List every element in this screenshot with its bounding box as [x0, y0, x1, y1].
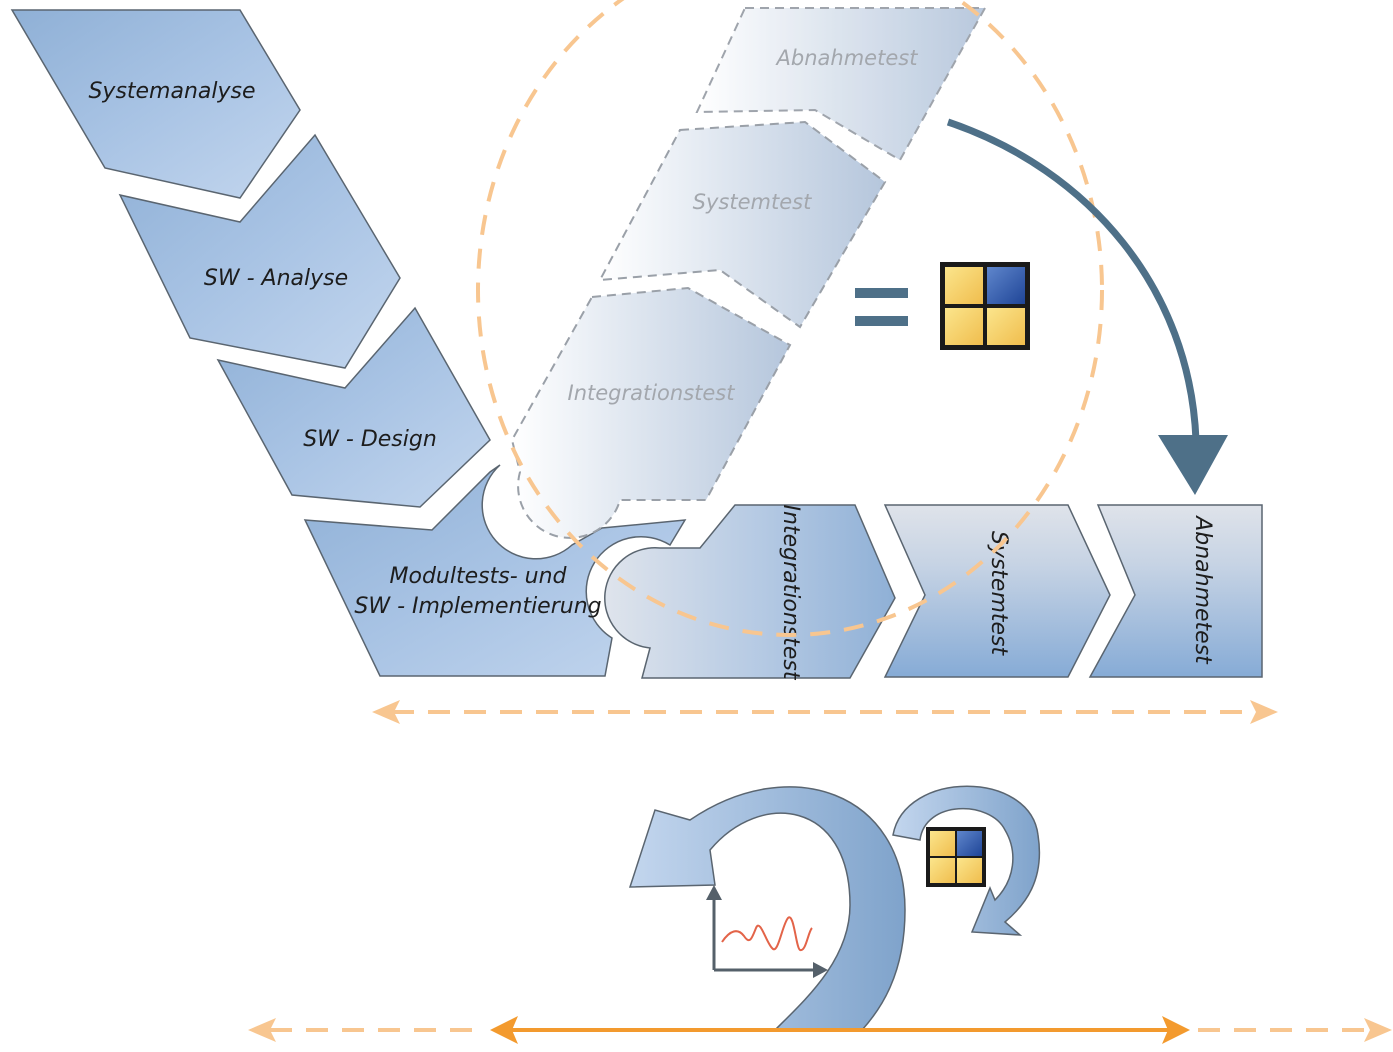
transition-arrow [946, 118, 1228, 495]
phase-abnahmetest: Abnahmetest [1088, 504, 1263, 678]
large-cycle-arrow [628, 786, 906, 1031]
quad-tile-icon-small [926, 827, 986, 887]
ghost-phase-systemtest: Systemtest [598, 120, 887, 329]
phase-systemtest: Systemtest [883, 504, 1111, 678]
phase-implementation: Modultests- und SW - Implementierung [303, 464, 687, 677]
phase-sw-design-label: SW - Design [303, 427, 437, 452]
phase-systemanalyse: Systemanalyse [10, 9, 301, 199]
dashed-focus-ellipse [476, 0, 1104, 637]
small-cycle-arrow [892, 785, 1041, 936]
upper-dashed-double-arrow [372, 700, 1278, 724]
rotated-integrationstest-label: Integrationstest [778, 505, 803, 681]
rotated-systemtest-label: Systemtest [986, 531, 1011, 657]
ghost-abnahmetest-label: Abnahmetest [775, 46, 919, 70]
ghost-phase-integrationstest: Integrationstest [510, 286, 792, 539]
phase-implementation-label-2: SW - Implementierung [354, 594, 601, 619]
ghost-systemtest-label: Systemtest [693, 190, 812, 214]
rotated-abnahmetest-label: Abnahmetest [1190, 514, 1215, 665]
phase-sw-design: SW - Design [216, 306, 491, 508]
phase-systemanalyse-label: Systemanalyse [88, 79, 255, 104]
equals-icon [855, 288, 908, 326]
phase-sw-analyse: SW - Analyse [118, 133, 401, 369]
phase-implementation-label-1: Modultests- und [390, 564, 568, 589]
ghost-phase-abnahmetest: Abnahmetest [695, 7, 987, 162]
ghost-integrationstest-label: Integrationstest [568, 381, 736, 405]
lower-timeline [248, 1016, 1392, 1044]
phase-sw-analyse-label: SW - Analyse [204, 266, 348, 291]
quad-tile-icon [940, 262, 1030, 350]
signal-plot-icon [706, 885, 828, 978]
